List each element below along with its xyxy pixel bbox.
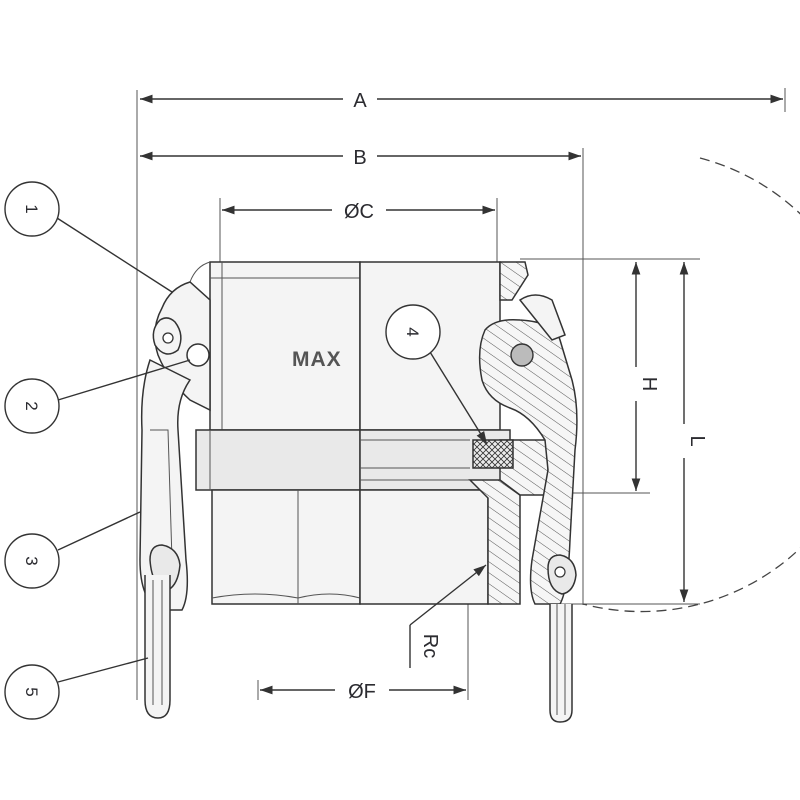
lever-swing-arc: [582, 157, 800, 613]
locking-pin: [186, 343, 210, 367]
coupler-body: [189, 261, 511, 605]
callout-1: 1: [4, 181, 173, 293]
callout-2: 2: [4, 359, 191, 434]
extension-lines: [136, 88, 786, 700]
dimension-c-label: ØC: [344, 201, 374, 223]
thread-rc-label: Rc: [419, 634, 441, 658]
dimension-a-label: A: [353, 90, 367, 112]
callout-1-label: 1: [22, 204, 41, 213]
callout-5: 5: [4, 657, 149, 720]
callout-4: 4: [385, 304, 488, 445]
callout-3: 3: [4, 511, 141, 589]
gasket: [472, 439, 514, 469]
dimension-l-label: L: [686, 435, 708, 446]
right-pull-ring: [547, 554, 577, 723]
coupler-section: [468, 261, 578, 605]
thread-rc-callout: Rc: [409, 564, 487, 668]
callout-4-label: 4: [403, 327, 422, 336]
body-marking-max: MAX: [292, 348, 342, 371]
dimension-h-label: H: [638, 377, 660, 391]
callout-2-label: 2: [22, 401, 41, 410]
dimension-b-label: B: [353, 147, 366, 169]
left-cam-lever: [139, 281, 211, 719]
callout-5-label: 5: [22, 687, 41, 696]
dimension-f-label: ØF: [348, 681, 376, 703]
callout-3-label: 3: [22, 556, 41, 565]
